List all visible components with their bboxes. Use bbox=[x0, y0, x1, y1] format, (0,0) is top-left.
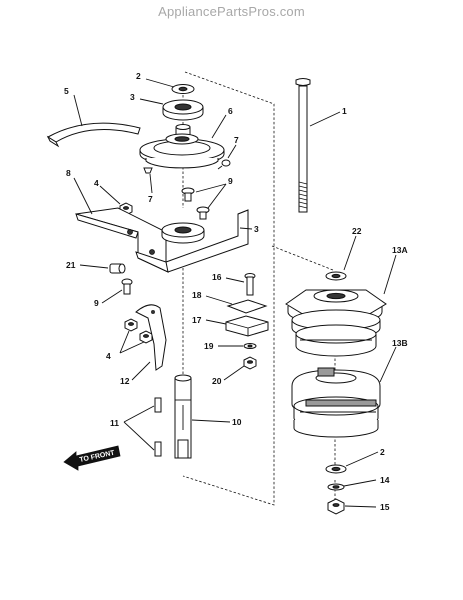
part-17-block[interactable] bbox=[225, 315, 269, 337]
to-front-arrow: TO FRONT bbox=[63, 445, 121, 471]
part-11-key-upper[interactable] bbox=[154, 397, 162, 413]
part-11-key-lower[interactable] bbox=[154, 441, 162, 457]
part-15-nut[interactable] bbox=[327, 498, 345, 515]
callout-20: 20 bbox=[212, 376, 222, 386]
part-5-belt-guide[interactable] bbox=[46, 122, 141, 148]
callout-21: 21 bbox=[66, 260, 76, 270]
callout-4-lower: 4 bbox=[106, 351, 111, 361]
part-9-bolt-middle[interactable] bbox=[196, 206, 210, 220]
callout-19: 19 bbox=[204, 341, 214, 351]
callout-11: 11 bbox=[110, 418, 119, 428]
callout-12: 12 bbox=[120, 376, 130, 386]
part-20-nut[interactable] bbox=[243, 356, 257, 370]
watermark: AppliancePartsPros.com bbox=[158, 4, 305, 19]
callout-15: 15 bbox=[380, 502, 390, 512]
callout-5: 5 bbox=[64, 86, 69, 96]
part-7-screw-left[interactable] bbox=[143, 167, 153, 174]
callout-7-left: 7 bbox=[148, 194, 153, 204]
callout-3-bottom: 3 bbox=[254, 224, 259, 234]
part-9-bolt-lower[interactable] bbox=[121, 278, 133, 295]
part-2-washer-bottom[interactable] bbox=[325, 464, 347, 474]
callout-13b: 13B bbox=[392, 338, 408, 348]
part-16-pin[interactable] bbox=[244, 273, 256, 296]
part-14-lock-washer[interactable] bbox=[327, 483, 345, 491]
part-4-nut-lower-a[interactable] bbox=[124, 318, 138, 332]
part-6-pulley[interactable] bbox=[139, 124, 225, 169]
part-10-spindle-shaft[interactable] bbox=[174, 374, 192, 459]
part-9-bolt-upper[interactable] bbox=[181, 187, 195, 202]
callout-17: 17 bbox=[192, 315, 202, 325]
part-22-washer[interactable] bbox=[325, 271, 347, 281]
callout-13a: 13A bbox=[392, 245, 408, 255]
part-4-nut-lower-b[interactable] bbox=[139, 330, 153, 344]
callout-9-upper: 9 bbox=[228, 176, 233, 186]
callout-14: 14 bbox=[380, 475, 390, 485]
callout-labels: 2 3 5 6 7 7 1 4 8 9 3 21 9 4 12 11 10 16… bbox=[64, 71, 408, 512]
part-13a-electric-clutch[interactable] bbox=[285, 289, 387, 357]
part-3-bearing-bottom[interactable] bbox=[161, 222, 205, 244]
part-3-bearing-top[interactable] bbox=[162, 99, 204, 121]
part-18-plate[interactable] bbox=[226, 299, 268, 314]
callout-2-top: 2 bbox=[136, 71, 141, 81]
part-19-washer[interactable] bbox=[243, 343, 257, 349]
part-2-washer-top[interactable] bbox=[171, 84, 195, 94]
callout-18: 18 bbox=[192, 290, 202, 300]
part-13b-clutch-housing[interactable] bbox=[291, 367, 381, 438]
callout-1: 1 bbox=[342, 106, 347, 116]
callout-6: 6 bbox=[228, 106, 233, 116]
part-12-arm[interactable] bbox=[135, 304, 167, 371]
callout-22: 22 bbox=[352, 226, 362, 236]
part-7-screw-right[interactable] bbox=[217, 159, 231, 170]
callout-4-upper: 4 bbox=[94, 178, 99, 188]
part-8-bracket[interactable] bbox=[75, 207, 249, 273]
part-1-bolt[interactable] bbox=[295, 78, 311, 213]
callout-9-lower: 9 bbox=[94, 298, 99, 308]
callout-8: 8 bbox=[66, 168, 71, 178]
callout-2-bottom: 2 bbox=[380, 447, 385, 457]
leader-lines bbox=[73, 78, 397, 508]
callout-7-right: 7 bbox=[234, 135, 239, 145]
callout-3-top: 3 bbox=[130, 92, 135, 102]
part-21-spacer[interactable] bbox=[109, 263, 126, 274]
callout-10: 10 bbox=[232, 417, 242, 427]
callout-16: 16 bbox=[212, 272, 222, 282]
assembly-guide-lines bbox=[182, 71, 336, 506]
